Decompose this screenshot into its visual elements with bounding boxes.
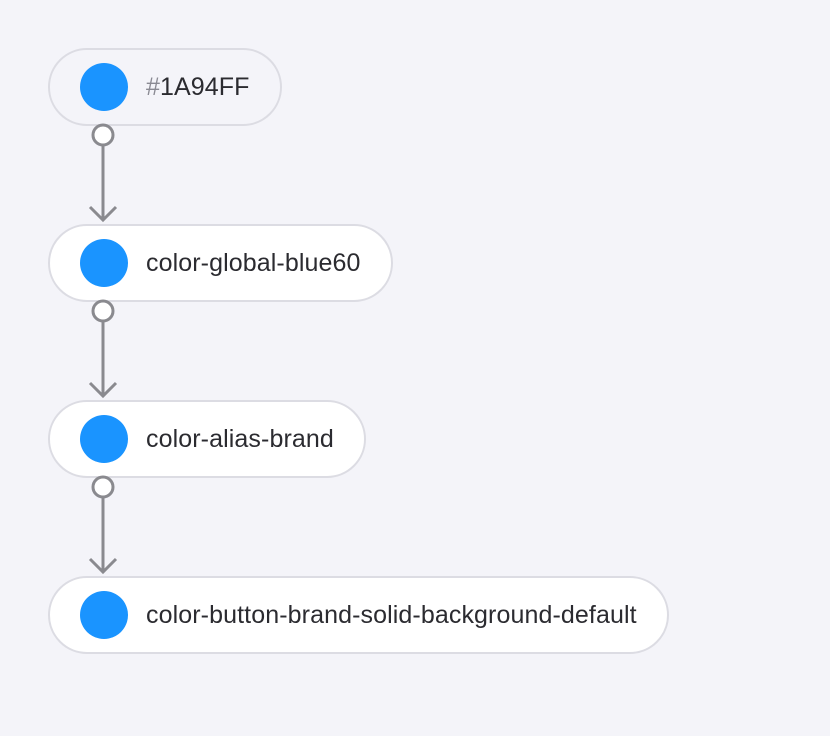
connector-2 — [88, 299, 118, 399]
connector-3 — [88, 475, 118, 575]
color-swatch-icon — [80, 239, 128, 287]
hex-value-node[interactable]: #1A94FF — [48, 48, 282, 126]
alias-token-node[interactable]: color-alias-brand — [48, 400, 366, 478]
arrow-head-icon — [88, 557, 118, 575]
alias-token-label: color-alias-brand — [146, 424, 334, 453]
color-swatch-icon — [80, 591, 128, 639]
connector-start-circle-icon — [91, 299, 115, 323]
hex-value-label: #1A94FF — [146, 73, 250, 102]
color-swatch-icon — [80, 415, 128, 463]
component-token-label: color-button-brand-solid-background-defa… — [146, 600, 637, 629]
hex-prefix: # — [146, 72, 161, 101]
arrow-head-icon — [88, 381, 118, 399]
connector-start-circle-icon — [91, 475, 115, 499]
global-token-node[interactable]: color-global-blue60 — [48, 224, 393, 302]
arrow-head-icon — [88, 205, 118, 223]
component-token-node[interactable]: color-button-brand-solid-background-defa… — [48, 576, 669, 654]
connector-start-circle-icon — [91, 123, 115, 147]
connector-1 — [88, 123, 118, 223]
hex-value-text: 1A94FF — [160, 72, 250, 101]
global-token-label: color-global-blue60 — [146, 248, 361, 277]
color-swatch-icon — [80, 63, 128, 111]
